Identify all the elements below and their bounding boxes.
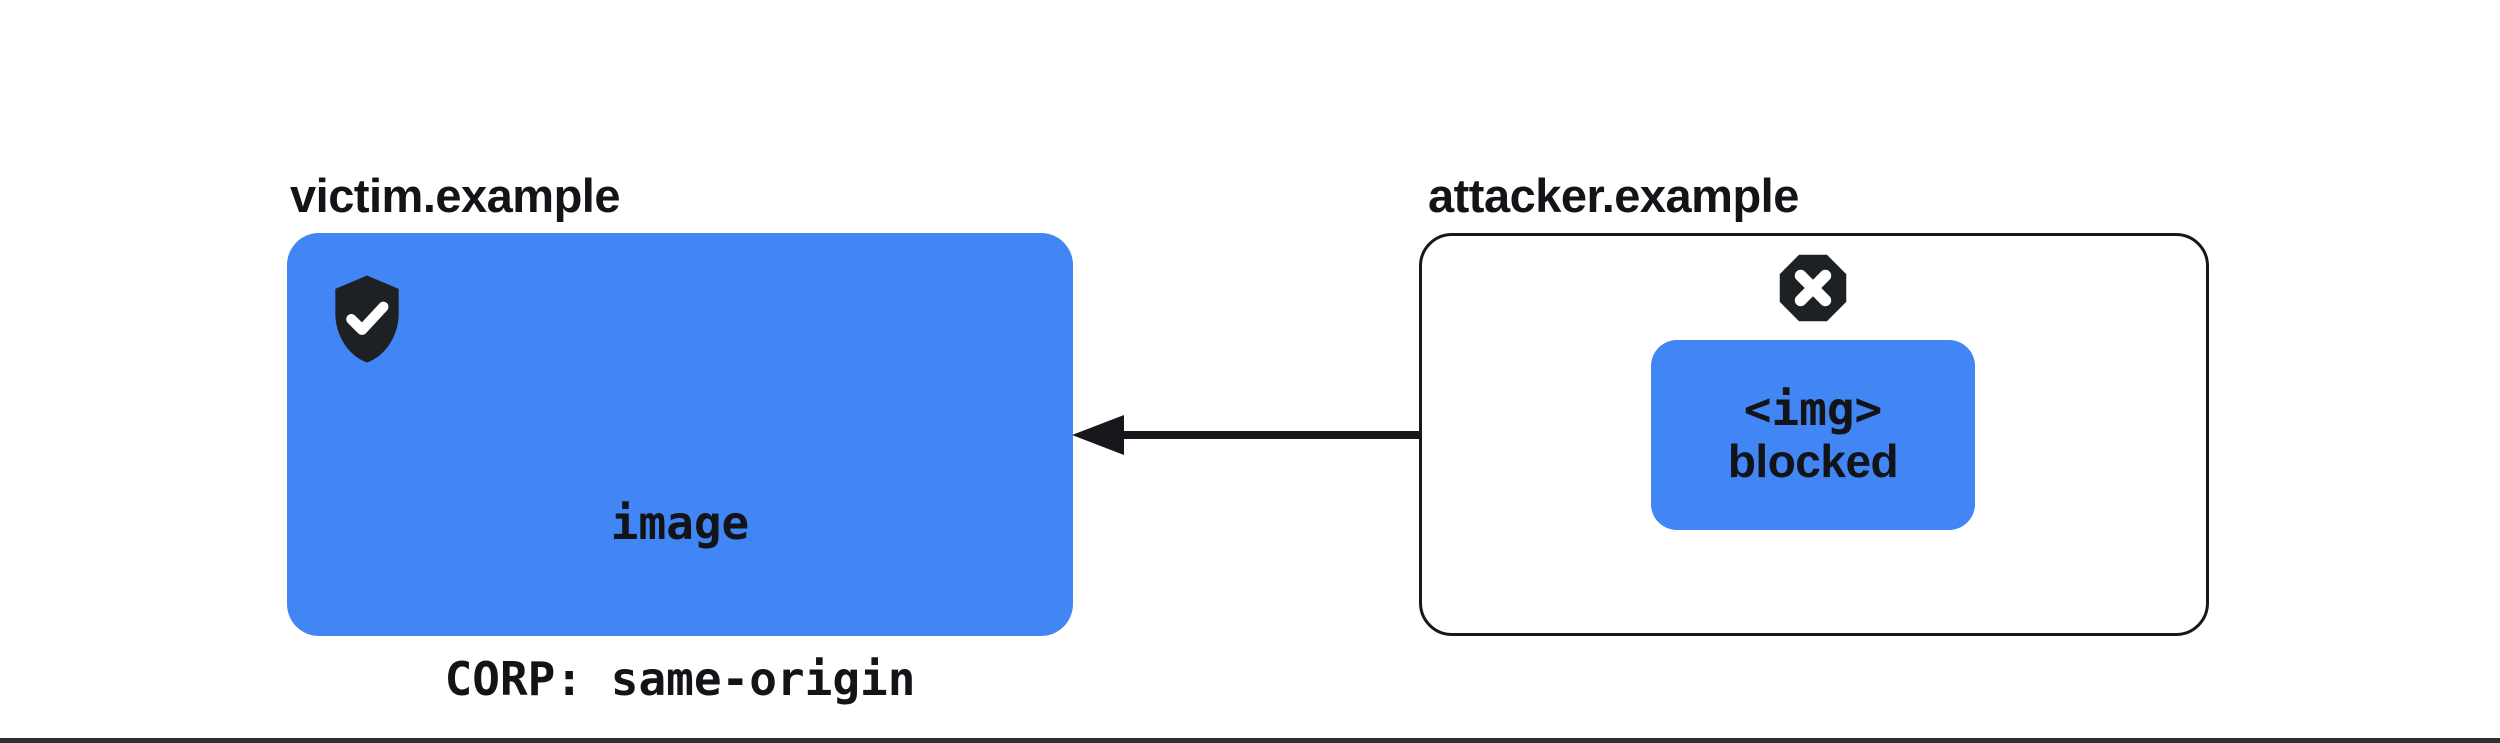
corp-header-line: CORP: same-origin	[444, 652, 916, 706]
blocked-status-line: blocked	[1727, 435, 1899, 487]
img-tag-line: <img>	[1743, 382, 1883, 436]
bottom-divider	[0, 738, 2500, 743]
blocked-x-icon	[1779, 254, 1847, 322]
attacker-origin-box: <img> blocked	[1419, 233, 2209, 636]
img-request-box: <img> blocked	[1651, 340, 1975, 530]
shield-check-icon	[335, 275, 399, 363]
attacker-domain-label: attacker.example	[1428, 169, 1799, 222]
victim-origin-box: image CORP: same-origin	[287, 233, 1073, 705]
resource-type-line: image	[610, 496, 750, 550]
victim-resource-text: image CORP: same-origin	[287, 393, 1073, 743]
victim-domain-label: victim.example	[290, 169, 621, 222]
